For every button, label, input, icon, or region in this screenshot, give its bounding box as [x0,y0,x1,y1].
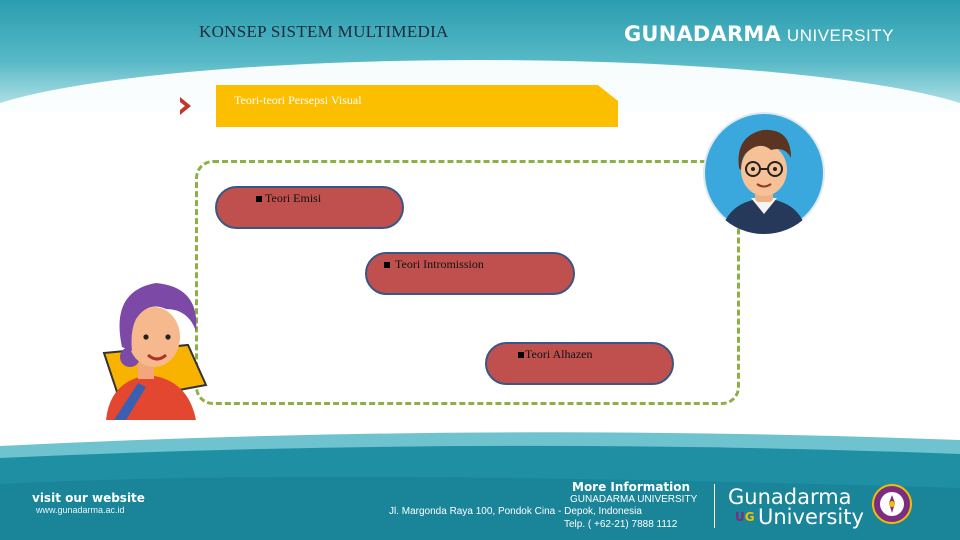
man-avatar-icon [703,112,825,234]
bullet-square-icon [518,352,524,358]
info-university: GUNADARMA UNIVERSITY [570,494,698,505]
theory-label: Teori Alhazen [525,347,593,361]
more-info-title: More Information [572,480,691,494]
content-frame [195,160,740,405]
university-logo: GUNADARMA UNIVERSITY [624,22,894,46]
bullet-square-icon [384,262,390,268]
university-seal-icon [872,484,912,524]
woman-avatar-icon [102,283,208,420]
theory-label: Teori Intromission [395,257,484,271]
bullet-square-icon [256,196,262,202]
ug-logo-u: U [735,510,745,524]
theory-label: Teori Emisi [265,191,322,205]
info-phone: Telp. ( +62-21) 7888 1112 [564,519,678,530]
university-logo-main: GUNADARMA [624,22,781,46]
info-address: Jl. Margonda Raya 100, Pondok Cina - Dep… [389,506,642,517]
ug-logo-badge: UG [735,510,755,524]
theory-item-alhazen: Teori Alhazen [485,342,674,385]
theory-item-emisi: Teori Emisi [215,186,404,229]
ug-logo-g: G [744,510,755,524]
website-url[interactable]: www.gunadarma.ac.id [36,505,125,515]
gunadarma-logo-line-2: University [758,505,864,529]
university-logo-sub: UNIVERSITY [786,26,894,45]
theory-item-intromission: Teori Intromission [365,252,575,295]
visit-website-title: visit our website [32,491,145,505]
section-title: Teori-teori Persepsi Visual [234,93,362,107]
chevron-right-icon [180,97,191,115]
footer-divider [714,484,715,528]
course-title: KONSEP SISTEM MULTIMEDIA [199,22,449,41]
section-banner: Teori-teori Persepsi Visual [216,85,618,127]
footer-background [0,432,960,540]
gunadarma-logo-line-1: Gunadarma [728,485,852,509]
